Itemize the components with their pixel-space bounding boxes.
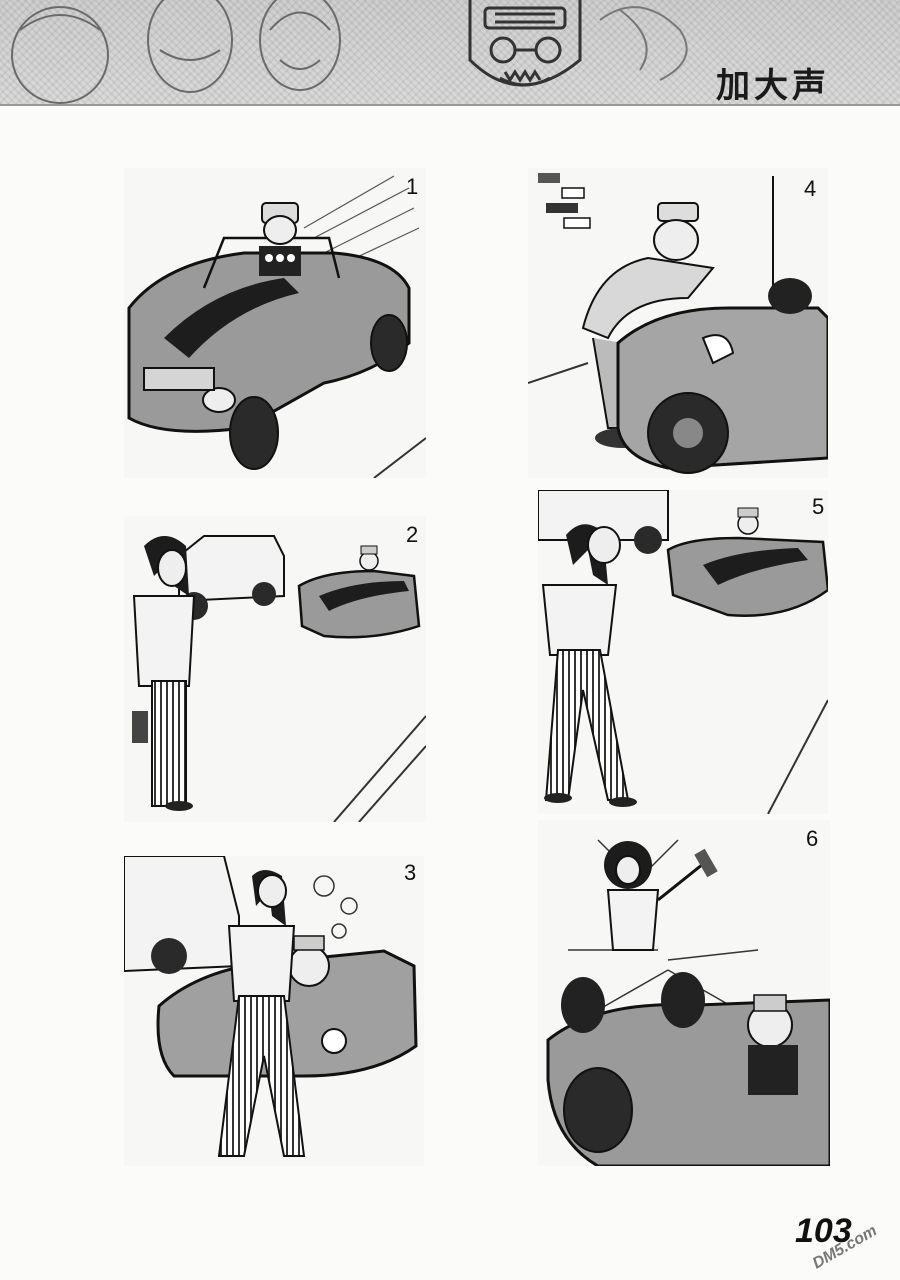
svg-text:DM5.com: DM5.com <box>810 1222 880 1272</box>
panel-5-number: 5 <box>812 494 825 519</box>
panel-3-street-drawing <box>124 856 418 1157</box>
panel-4-car-drawing <box>528 173 828 474</box>
panel-4-number: 4 <box>804 176 817 201</box>
panel-5: 5 <box>538 490 828 814</box>
panel-4: 4 <box>528 168 828 478</box>
header-banner: 加大声 <box>0 0 900 106</box>
panel-3: 3 <box>124 856 424 1166</box>
panel-1: 1 <box>124 168 426 478</box>
panel-5-street-drawing <box>538 490 828 814</box>
panel-1-car-drawing <box>127 175 426 478</box>
dm5-watermark-logo: DM5.com <box>810 1222 880 1272</box>
header-title: 加大声 <box>716 66 830 106</box>
panel-6-number: 6 <box>806 826 819 851</box>
page-number: 103 <box>795 1212 852 1250</box>
panel-3-number: 3 <box>404 860 417 885</box>
panel-2-number: 2 <box>406 522 419 547</box>
panel-2-street-drawing <box>132 535 426 822</box>
panel-1-number: 1 <box>406 174 419 199</box>
panel-2: 2 <box>124 516 426 822</box>
header-sketch-faces <box>11 0 688 104</box>
panel-6-car-drawing <box>546 839 830 1166</box>
panel-6: 6 <box>538 820 830 1166</box>
